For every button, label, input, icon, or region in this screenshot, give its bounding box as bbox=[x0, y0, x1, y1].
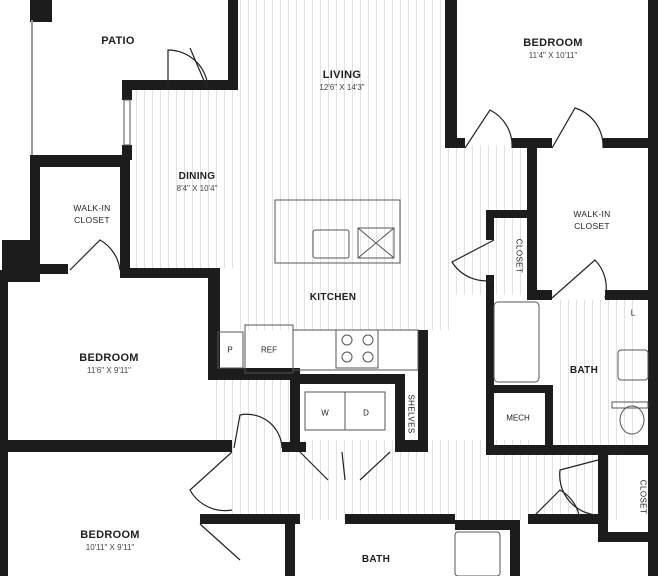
closet-mid-label: CLOSET bbox=[514, 238, 524, 274]
walk-in-closet-left-label: WALK-IN CLOSET bbox=[73, 202, 110, 226]
bedroom-bottom-name: BEDROOM bbox=[80, 529, 140, 541]
bedroom-bottom-label: BEDROOM 10'11" X 9'11" bbox=[80, 530, 140, 552]
bedroom-mid-name: BEDROOM bbox=[79, 352, 139, 364]
walk-in-left-line2: CLOSET bbox=[74, 215, 110, 225]
linen-label: L bbox=[630, 308, 636, 318]
closet-low-label: CLOSET bbox=[638, 479, 648, 515]
walk-in-right-line2: CLOSET bbox=[574, 221, 610, 231]
toilet bbox=[619, 405, 645, 435]
pantry-label: P bbox=[227, 345, 233, 355]
washer-label: W bbox=[321, 408, 329, 418]
dining-label: DINING 8'4" X 10'4" bbox=[177, 172, 218, 193]
walk-in-left-line1: WALK-IN bbox=[73, 203, 111, 213]
bedroom-mid-dims: 11'6" X 9'11" bbox=[86, 366, 132, 375]
pantry bbox=[217, 331, 244, 369]
living-dims: 12'6" X 14'3" bbox=[319, 83, 365, 92]
door-swings bbox=[69, 47, 607, 561]
floor-planks bbox=[135, 0, 640, 520]
fridge-label: REF bbox=[261, 345, 277, 355]
tub bbox=[493, 301, 540, 383]
vanity-sink bbox=[617, 349, 649, 381]
patio-label: PATIO bbox=[101, 35, 135, 47]
sink bbox=[312, 229, 350, 259]
mech-label: MECH bbox=[506, 413, 530, 423]
walk-in-closet-right-label: WALK-IN CLOSET bbox=[573, 208, 610, 232]
bedroom-bottom-dims: 10'11" X 9'11" bbox=[85, 543, 135, 552]
bedroom-top-label: BEDROOM 11'4" X 10'11" bbox=[523, 38, 583, 60]
bath-right-label: BATH bbox=[569, 365, 599, 376]
fixtures bbox=[217, 199, 649, 576]
kitchen-label: KITCHEN bbox=[309, 292, 357, 303]
living-room-label: LIVING 12'6" X 14'3" bbox=[319, 70, 364, 92]
bath-bottom-label: BATH bbox=[361, 554, 391, 565]
counter bbox=[292, 329, 419, 371]
dining-dims: 8'4" X 10'4" bbox=[176, 184, 218, 193]
bedroom-mid-label: BEDROOM 11'6" X 9'11" bbox=[79, 353, 139, 375]
range bbox=[335, 329, 379, 369]
dryer bbox=[344, 391, 386, 431]
living-name: LIVING bbox=[322, 69, 362, 81]
kitchen-island bbox=[274, 199, 401, 264]
dryer-label: D bbox=[363, 408, 369, 418]
dining-name: DINING bbox=[178, 171, 216, 182]
tub-bottom bbox=[454, 531, 501, 576]
bedroom-top-dims: 11'4" X 10'11" bbox=[528, 51, 578, 60]
shelves-label: SHELVES bbox=[406, 394, 416, 434]
dishwasher bbox=[357, 227, 395, 259]
walk-in-right-line1: WALK-IN bbox=[573, 209, 611, 219]
bedroom-top-name: BEDROOM bbox=[523, 37, 583, 49]
